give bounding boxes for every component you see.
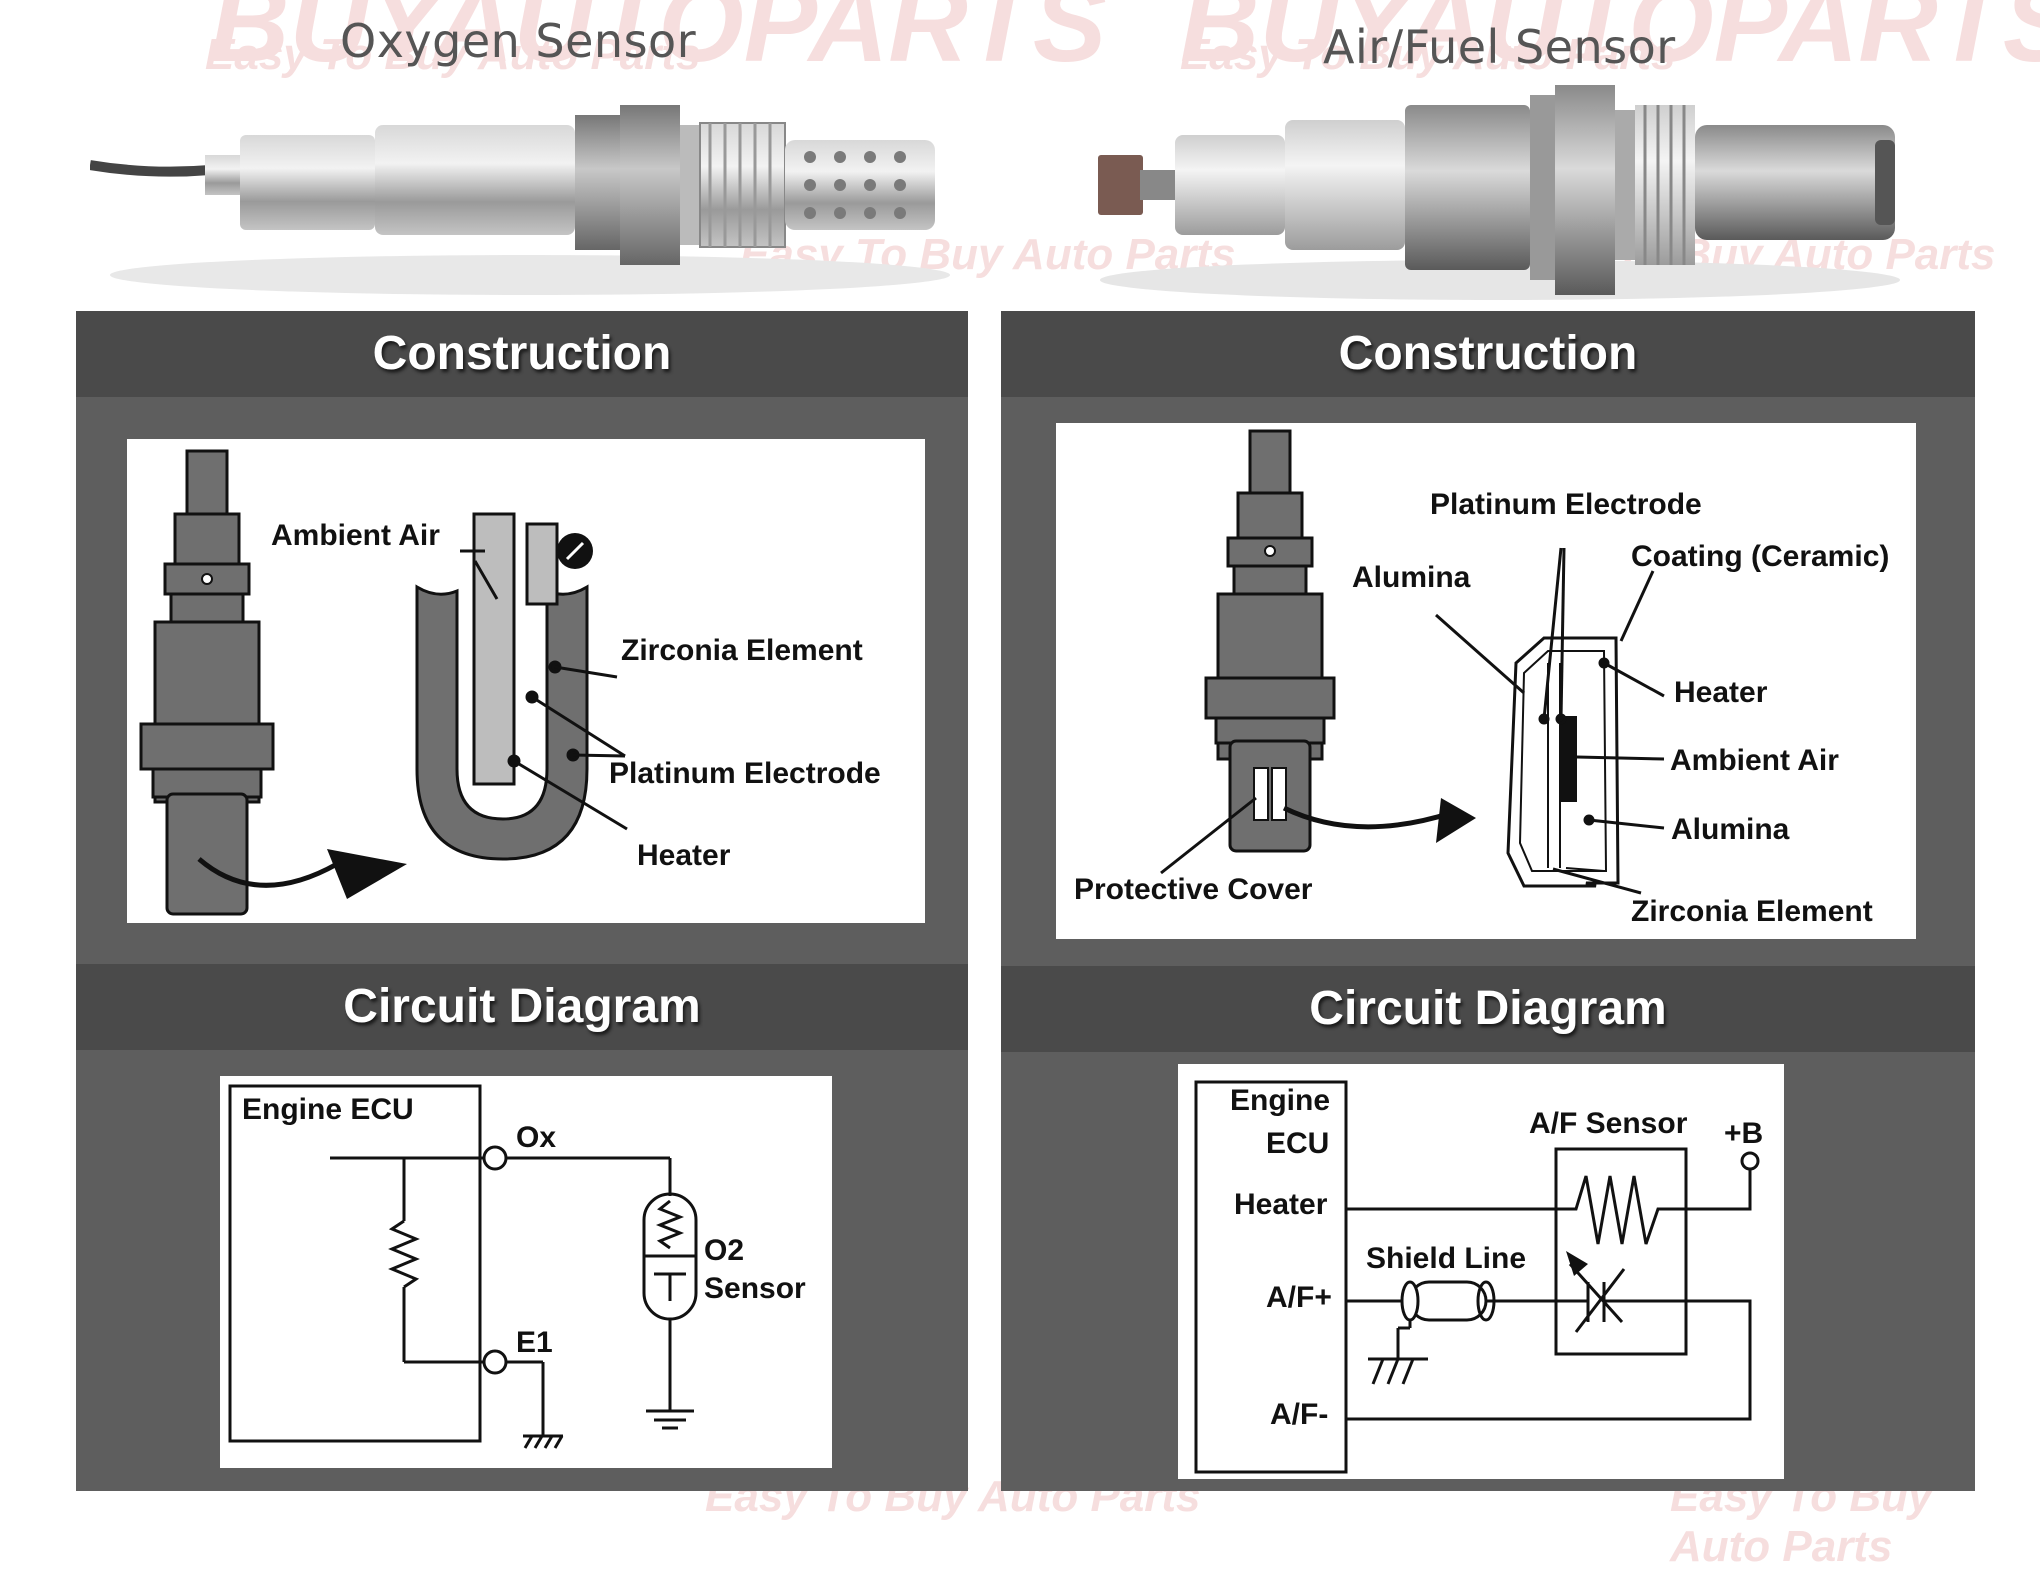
label-engine: Engine [1230,1084,1331,1117]
label-sensor: Sensor [704,1272,806,1305]
label-ambient-air: Ambient Air [271,519,440,552]
oxygen-sensor-title: Oxygen Sensor [340,14,697,68]
oxygen-sensor-panel: Construction Circuit Diagram [76,311,968,1491]
label-protective-cover: Protective Cover [1074,873,1313,906]
label-alumina-bottom: Alumina [1671,813,1790,846]
label-alumina-top: Alumina [1352,561,1471,594]
air-fuel-sensor-cutaway [1160,429,1665,895]
left-circuit-diagram: Engine ECU Ox E1 O2 Sensor [220,1076,832,1468]
oxygen-sensor-cutaway [139,449,628,916]
left-circuit-header: Circuit Diagram [76,964,968,1050]
right-construction-header: Construction [1001,311,1975,397]
oxygen-sensor-circuit [228,1084,698,1449]
label-o2: O2 [704,1234,745,1267]
label-plus-b: +B [1724,1117,1764,1150]
label-heater: Heater [637,839,731,872]
label-ecu: ECU [1266,1127,1330,1160]
air-fuel-sensor-panel: Construction Circuit Diagram [1001,311,1975,1491]
label-zirconia-element: Zirconia Element [1631,895,1873,928]
air-fuel-sensor-circuit [1194,1080,1760,1474]
label-platinum-electrode: Platinum Electrode [1430,488,1702,521]
air-fuel-sensor-title: Air/Fuel Sensor [1323,20,1676,74]
label-af-plus: A/F+ [1266,1281,1332,1314]
label-ox: Ox [516,1121,557,1154]
left-construction-diagram: Ambient Air Zirconia Element Platinum El… [127,439,925,923]
oxygen-sensor-photo [90,105,950,295]
right-circuit-header: Circuit Diagram [1001,966,1975,1052]
right-circuit-diagram: Engine ECU Heater A/F+ A/F- Shield Line … [1178,1064,1784,1479]
label-af-sensor: A/F Sensor [1529,1107,1688,1140]
label-zirconia-element: Zirconia Element [621,634,863,667]
label-shield-line: Shield Line [1366,1242,1527,1275]
label-af-minus: A/F- [1270,1398,1329,1431]
right-construction-diagram: Platinum Electrode Alumina Coating (Cera… [1056,423,1916,939]
label-e1: E1 [516,1326,553,1359]
label-heater: Heater [1674,676,1768,709]
label-ambient-air: Ambient Air [1670,744,1839,777]
label-heater-terminal: Heater [1234,1188,1328,1221]
left-construction-header: Construction [76,311,968,397]
label-platinum-electrode: Platinum Electrode [609,757,881,790]
label-coating-ceramic: Coating (Ceramic) [1631,540,1890,573]
label-engine-ecu: Engine ECU [242,1093,414,1126]
air-fuel-sensor-photo [1098,85,1900,300]
